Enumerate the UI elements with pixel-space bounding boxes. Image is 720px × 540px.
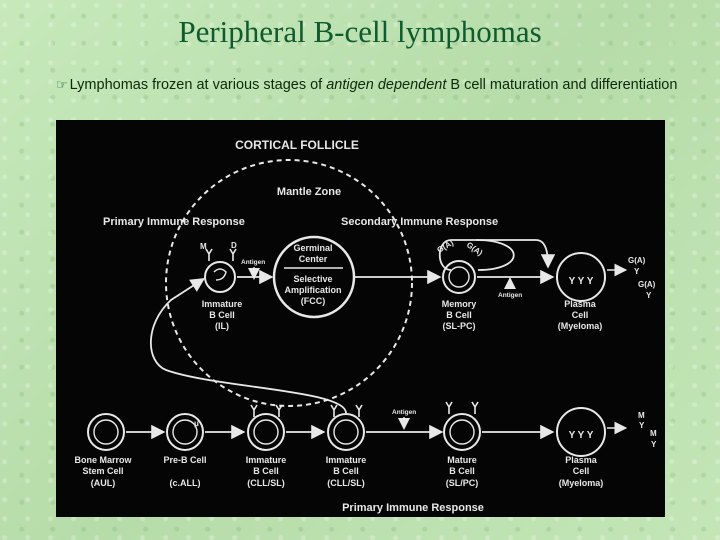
receptor-m-icon	[205, 248, 213, 261]
immature-il-name-3: (IL)	[215, 321, 229, 331]
plasma-cell-top-y: Y Y Y	[569, 276, 594, 287]
immature-b-cell-cll-2	[327, 413, 365, 451]
bottom-secretion-1: M	[638, 411, 645, 420]
stem-cell	[87, 413, 125, 451]
secondary-response-label: Secondary Immune Response	[341, 216, 498, 228]
b-cell-diagram: CORTICAL FOLLICLE Mantle Zone Germinal C…	[74, 138, 657, 514]
memory-receptor-right: G(A)	[465, 240, 485, 258]
bullet-pointer-icon: ☞	[56, 78, 68, 93]
cortical-follicle-label: CORTICAL FOLLICLE	[235, 138, 359, 152]
plasma-top-name-3: (Myeloma)	[558, 321, 603, 331]
bullet-text: ☞Lymphomas frozen at various stages of a…	[56, 76, 706, 95]
mu-label: μ	[194, 419, 199, 428]
selective-amp-line2: Amplification	[284, 285, 341, 295]
pre-b-cell	[166, 413, 204, 451]
bottom-row: μ Antigen Y Y Y M Y M Y	[87, 401, 657, 457]
immature-il-name-1: Immature	[202, 299, 243, 309]
mature-b-cell	[443, 413, 481, 451]
top-secretion-2: Y	[634, 267, 640, 276]
immature-cll2-name-2: B Cell	[333, 466, 359, 476]
plasma-top-name-2: Cell	[572, 310, 589, 320]
arrow-bottom-to-top	[149, 278, 347, 414]
plasma-bottom-name-3: (Myeloma)	[559, 478, 604, 488]
preb-name-2: (c.ALL)	[170, 478, 201, 488]
preb-name-1: Pre-B Cell	[163, 455, 206, 465]
bullet-tail: B cell maturation and differentiation	[446, 77, 678, 93]
plasma-bottom-name-1: Plasma	[565, 455, 598, 465]
mantle-zone-circle	[165, 159, 413, 407]
arrow-memory-to-plasma	[476, 239, 556, 269]
immature-cll1-name-1: Immature	[246, 455, 287, 465]
mature-name-1: Mature	[447, 455, 477, 465]
pre-b-cell-nucleus	[172, 419, 198, 445]
immature-b-cell-cll-1	[247, 413, 285, 451]
antigen-label-3: Antigen	[392, 409, 416, 416]
immature-b-cell-il	[204, 261, 236, 293]
receptor-m-icon	[330, 404, 338, 417]
immature-cll1-name-2: B Cell	[253, 466, 279, 476]
slide-title: Peripheral B-cell lymphomas	[178, 14, 542, 49]
primary-response-top-label: Primary Immune Response	[103, 216, 245, 228]
memory-name-2: B Cell	[446, 310, 472, 320]
bottom-secretion-4: Y	[651, 440, 657, 449]
mature-b-cell-nucleus	[449, 419, 475, 445]
bullet-lead: Lymphomas frozen at various stages of	[69, 77, 327, 93]
antigen-label-1: Antigen	[241, 259, 265, 266]
selective-amp-line3: (FCC)	[301, 296, 326, 306]
stem-name-2: Stem Cell	[82, 466, 123, 476]
receptor-m-icon	[250, 404, 258, 417]
germinal-center-line2: Center	[299, 254, 328, 264]
plasma-top-name-1: Plasma	[564, 299, 597, 309]
top-secretion-3: G(A)	[638, 280, 656, 289]
receptor-d-icon	[355, 404, 363, 417]
diagram-panel: CORTICAL FOLLICLE Mantle Zone Germinal C…	[56, 120, 665, 517]
mature-name-2: B Cell	[449, 466, 475, 476]
receptor-m-label: M	[200, 242, 207, 251]
stem-name-1: Bone Marrow	[74, 455, 132, 465]
antigen-label-2: Antigen	[498, 292, 522, 299]
plasma-bottom-name-2: Cell	[573, 466, 590, 476]
immature-b-cell-cll-1-nucleus	[253, 419, 279, 445]
receptor-m-icon	[445, 401, 453, 414]
memory-b-cell-nucleus	[448, 266, 470, 288]
memory-name-1: Memory	[442, 299, 477, 309]
top-secretion-1: G(A)	[628, 256, 646, 265]
receptor-d-label: D	[231, 241, 237, 250]
stem-name-3: (AUL)	[91, 478, 116, 488]
immature-b-cell-il-nucleus	[213, 268, 227, 281]
mature-name-3: (SL/PC)	[446, 478, 479, 488]
immature-b-cell-cll-2-nucleus	[333, 419, 359, 445]
memory-name-3: (SL-PC)	[443, 321, 476, 331]
germinal-center-line1: Germinal	[293, 243, 332, 253]
plasma-cell-bottom	[556, 407, 606, 457]
germinal-center-circle	[272, 235, 356, 319]
bottom-secretion-2: Y	[639, 421, 645, 430]
bottom-secretion-3: M	[650, 429, 657, 438]
plasma-cell-top	[556, 252, 606, 302]
receptor-m-icon	[275, 404, 283, 417]
memory-b-cell	[442, 260, 476, 294]
immature-cll1-name-3: (CLL/SL)	[247, 478, 285, 488]
selective-amp-line1: Selective	[293, 274, 332, 284]
receptor-d-icon	[229, 248, 237, 261]
top-secretion-4: Y	[646, 291, 652, 300]
mantle-zone-label: Mantle Zone	[277, 186, 341, 198]
stem-cell-nucleus	[93, 419, 119, 445]
receptor-m-icon	[471, 401, 479, 414]
immature-il-name-2: B Cell	[209, 310, 235, 320]
immature-cll2-name-1: Immature	[326, 455, 367, 465]
immature-cll2-name-3: (CLL/SL)	[327, 478, 365, 488]
primary-response-bottom-label: Primary Immune Response	[342, 502, 484, 514]
bullet-emphasis: antigen dependent	[326, 77, 447, 93]
plasma-cell-bottom-y: Y Y Y	[569, 430, 594, 441]
